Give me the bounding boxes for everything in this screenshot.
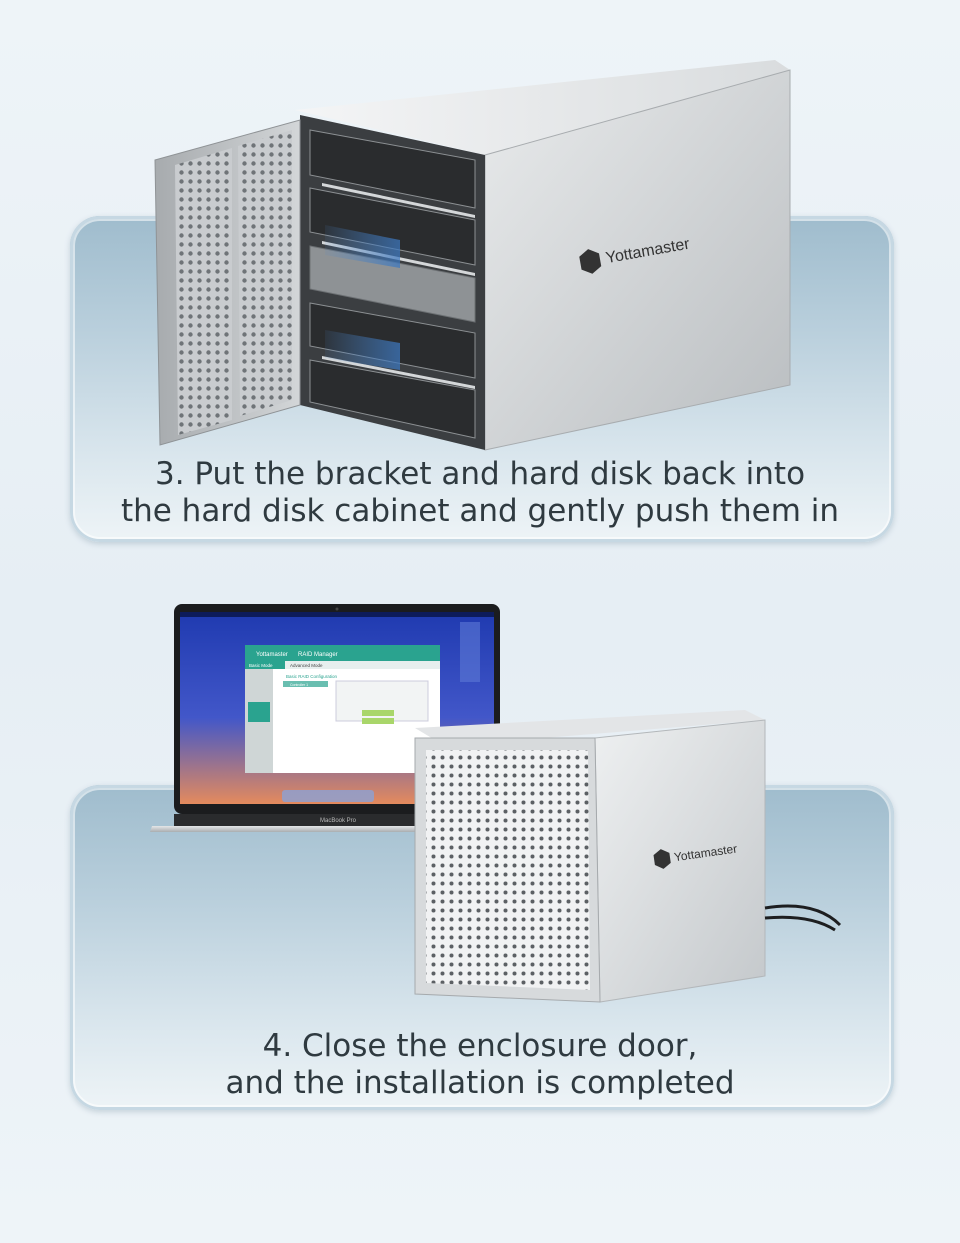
dock	[282, 790, 374, 802]
raid-manager-header	[245, 645, 440, 661]
usb-cable	[764, 915, 836, 932]
controller-tab[interactable]	[283, 681, 328, 687]
door-vent-grid	[175, 148, 232, 435]
insert-arrow-icon	[325, 330, 400, 370]
step-4-caption-line-1: 4. Close the enclosure door,	[262, 1028, 698, 1064]
app-brand: Yottamaster	[256, 652, 288, 658]
step-3-caption-line-1: 3. Put the bracket and hard disk back in…	[154, 456, 806, 492]
step-4-caption: 4. Close the enclosure door, and the ins…	[0, 1028, 960, 1102]
tab-basic-label: Basic Mode	[249, 663, 273, 668]
step-3-caption-line-2: the hard disk cabinet and gently push th…	[120, 493, 840, 529]
insert-arrow-icon	[325, 225, 400, 268]
laptop-model-label: MacBook Pro	[320, 818, 357, 824]
drive-trays	[309, 129, 476, 439]
front-vent-grid	[426, 750, 590, 990]
desktop-icons	[460, 622, 480, 682]
door-vent-grid	[238, 130, 292, 416]
sidebar-item-active[interactable]	[248, 702, 270, 722]
step-3-caption: 3. Put the bracket and hard disk back in…	[0, 456, 960, 530]
app-title: RAID Manager	[298, 652, 338, 658]
usb-cable	[764, 904, 842, 927]
tab-advanced-label[interactable]: Advanced Mode	[290, 663, 323, 668]
svg-text:Controller 1: Controller 1	[290, 683, 308, 687]
enclosure-open-illustration: Yottamaster	[154, 60, 791, 451]
status-bar-green	[362, 710, 394, 716]
enclosure-top	[295, 60, 790, 155]
enclosure-closed-illustration: Yottamaster RAID Manager Basic Mode Adva…	[150, 604, 842, 1003]
config-title: Basic RAID Configuration	[286, 674, 338, 679]
enclosure-top	[415, 710, 765, 746]
step-4-caption-line-2: and the installation is completed	[225, 1065, 735, 1101]
tab-basic-mode[interactable]	[245, 661, 285, 669]
status-bar-green	[362, 718, 394, 724]
